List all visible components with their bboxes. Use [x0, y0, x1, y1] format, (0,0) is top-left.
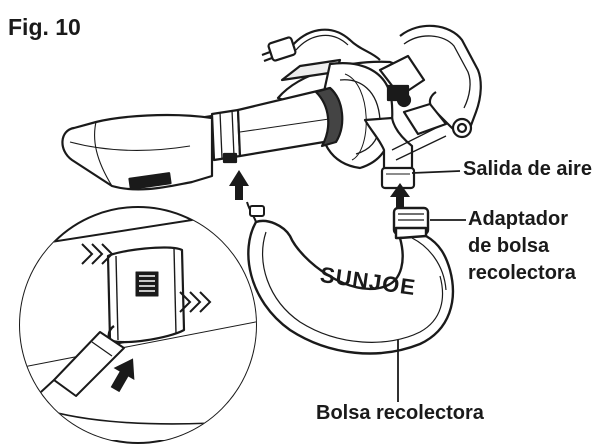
blower-vacuum-unit [61, 24, 482, 191]
bag-adapter-label: Adaptador de bolsa recolectora [468, 206, 576, 287]
chevron-right-icon [179, 291, 212, 313]
bag-adapter [392, 206, 430, 240]
handle-frame [378, 24, 482, 161]
figure-title: Fig. 10 [8, 14, 81, 40]
band-vent [135, 271, 159, 297]
blower-tube [61, 86, 344, 191]
arrow-up-icon [390, 183, 410, 212]
bag-adapter-label-line1: Adaptador [468, 208, 568, 230]
chevron-right-icon [81, 243, 114, 265]
arrow-up-icon [110, 358, 135, 393]
arrow-up-icon [229, 170, 249, 200]
collection-bag [247, 206, 455, 355]
air-outlet-label: Salida de aire [463, 158, 592, 180]
bag-adapter-label-line3: recolectora [468, 262, 576, 284]
bag-strap [246, 201, 265, 223]
leader-lines [397, 170, 466, 402]
collection-bag-label: Bolsa recolectora [316, 402, 484, 424]
power-cord [261, 28, 381, 63]
bag-adapter-label-line2: de bolsa [468, 235, 550, 257]
